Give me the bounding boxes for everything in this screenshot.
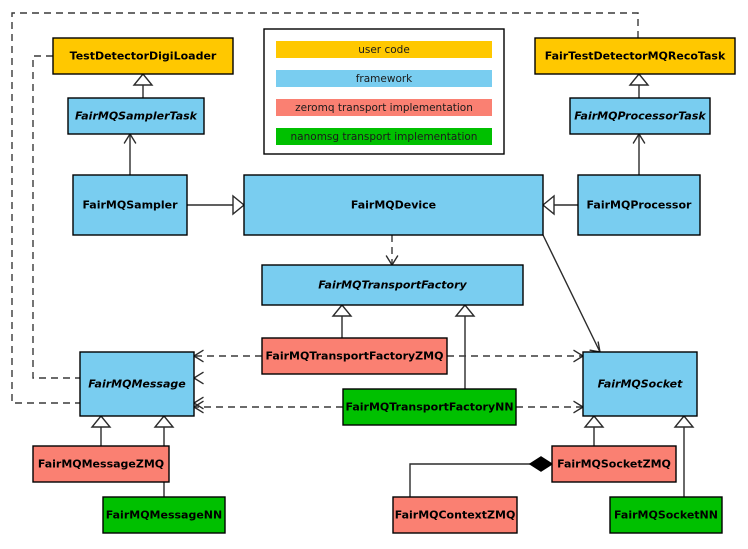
- edge-FairMQSocketZMQ-to-FairMQSocket: [583, 414, 605, 446]
- class-node-box[interactable]: [261, 264, 524, 306]
- nodes-layer: TestDetectorDigiLoader FairTestDetectorMQ…: [32, 37, 736, 534]
- legend-layer: user code framework zeromq transport imple…: [263, 28, 505, 155]
- legend-label: user code: [358, 44, 410, 56]
- class-node-label: FairMQDevice: [351, 199, 436, 212]
- class-node-box[interactable]: [392, 496, 518, 534]
- class-node-FairMQProcessorTask[interactable]: FairMQProcessorTask: [569, 97, 711, 135]
- class-node-label: FairMQSocket: [598, 378, 684, 391]
- class-node-FairMQSocketZMQ[interactable]: FairMQSocketZMQ: [551, 445, 677, 483]
- legend-item-zeromq-transport-implementation: zeromq transport implementation: [276, 99, 492, 116]
- class-node-FairMQSamplerTask[interactable]: FairMQSamplerTask: [67, 97, 205, 135]
- edge-FairMQTransportFactoryNN-to-FairMQSocket: [516, 400, 584, 414]
- class-node-label: FairMQSamplerTask: [75, 110, 198, 123]
- edge-FairMQProcessor-to-FairMQProcessorTask: [632, 133, 646, 175]
- edge-FairMQTransportFactoryNN-to-FairMQTransportFactory: [454, 303, 476, 389]
- class-node-label: FairMQTransportFactoryZMQ: [266, 350, 444, 363]
- class-node-label: FairMQMessageNN: [106, 509, 222, 522]
- class-node-box[interactable]: [569, 97, 711, 135]
- class-node-FairMQTransportFactory[interactable]: FairMQTransportFactory: [261, 264, 524, 306]
- legend-item-user-code: user code: [276, 41, 492, 58]
- edge-FairMQSampler-to-FairMQSamplerTask: [123, 133, 137, 175]
- class-node-box[interactable]: [79, 351, 195, 417]
- class-node-box[interactable]: [243, 174, 544, 236]
- class-node-FairMQSocket[interactable]: FairMQSocket: [582, 351, 698, 417]
- edge-FairMQTransportFactoryNN-to-FairMQMessage: [193, 400, 343, 414]
- class-node-box[interactable]: [261, 337, 448, 375]
- class-node-label: TestDetectorDigiLoader: [70, 50, 217, 63]
- class-node-label: FairMQSocketNN: [614, 509, 718, 522]
- class-node-FairMQMessageNN[interactable]: FairMQMessageNN: [102, 496, 226, 534]
- legend-swatch: [276, 99, 492, 116]
- class-node-label: FairMQProcessorTask: [574, 110, 706, 123]
- class-node-box[interactable]: [32, 445, 170, 483]
- class-node-box[interactable]: [551, 445, 677, 483]
- class-node-label: FairMQSampler: [82, 199, 178, 212]
- legend-swatch: [276, 128, 492, 145]
- edge-FairMQMessageZMQ-to-FairMQMessage: [90, 414, 112, 446]
- class-node-FairMQTransportFactoryZMQ[interactable]: FairMQTransportFactoryZMQ: [261, 337, 448, 375]
- legend-item-nanomsg-transport-implementation: nanomsg transport implementation: [276, 128, 492, 145]
- class-node-FairMQMessage[interactable]: FairMQMessage: [79, 351, 195, 417]
- class-node-FairMQSocketNN[interactable]: FairMQSocketNN: [609, 496, 723, 534]
- class-node-label: FairMQProcessor: [587, 199, 692, 212]
- edge-FairMQSocketNN-to-FairMQSocket: [673, 414, 695, 497]
- legend-item-framework: framework: [276, 70, 492, 87]
- edge-FairMQContextZMQ-to-FairMQSocketZMQ: [409, 456, 554, 497]
- class-node-box[interactable]: [67, 97, 205, 135]
- class-node-box[interactable]: [534, 37, 736, 75]
- class-node-FairTestDetectorMQRecoTask[interactable]: FairTestDetectorMQRecoTask: [534, 37, 736, 75]
- class-node-FairMQSampler[interactable]: FairMQSampler: [72, 174, 188, 236]
- class-node-FairMQTransportFactoryNN[interactable]: FairMQTransportFactoryNN: [342, 388, 517, 426]
- class-node-label: FairTestDetectorMQRecoTask: [545, 50, 726, 63]
- class-node-label: FairMQSocketZMQ: [557, 458, 671, 471]
- class-node-label: FairMQTransportFactoryNN: [345, 401, 513, 414]
- class-node-box[interactable]: [577, 174, 701, 236]
- edge-FairMQDevice-to-FairMQSocket: [542, 234, 601, 353]
- edge-FairMQProcessor-to-FairMQDevice: [541, 194, 578, 216]
- class-node-box[interactable]: [582, 351, 698, 417]
- legend-swatch: [276, 70, 492, 87]
- class-node-FairMQProcessor[interactable]: FairMQProcessor: [577, 174, 701, 236]
- edge-FairMQTransportFactoryZMQ-to-FairMQSocket: [447, 349, 584, 363]
- legend-label: framework: [356, 73, 413, 85]
- edge-FairMQSamplerTask-to-TestDetectorDigiLoader: [132, 72, 154, 98]
- class-node-TestDetectorDigiLoader[interactable]: TestDetectorDigiLoader: [52, 37, 234, 75]
- class-node-label: FairMQContextZMQ: [395, 509, 516, 522]
- class-node-label: FairMQTransportFactory: [318, 279, 467, 292]
- class-node-box[interactable]: [52, 37, 234, 75]
- class-node-box[interactable]: [102, 496, 226, 534]
- class-node-FairMQMessageZMQ[interactable]: FairMQMessageZMQ: [32, 445, 170, 483]
- class-node-box[interactable]: [72, 174, 188, 236]
- class-node-label: FairMQMessage: [88, 378, 186, 391]
- class-node-box[interactable]: [609, 496, 723, 534]
- edge-FairMQTransportFactoryZMQ-to-FairMQTransportFactory: [331, 303, 353, 338]
- legend-label: nanomsg transport implementation: [291, 131, 478, 143]
- class-node-FairMQContextZMQ[interactable]: FairMQContextZMQ: [392, 496, 518, 534]
- legend-swatch: [276, 41, 492, 58]
- edge-FairMQDevice-to-FairMQTransportFactory: [385, 235, 399, 266]
- edge-FairMQTransportFactoryZMQ-to-FairMQMessage: [193, 349, 262, 363]
- edge-FairMQProcessorTask-to-FairTestDetectorMQRecoTask: [628, 72, 650, 98]
- class-node-box[interactable]: [342, 388, 517, 426]
- legend-label: zeromq transport implementation: [295, 102, 473, 114]
- class-node-label: FairMQMessageZMQ: [38, 458, 164, 471]
- class-node-FairMQDevice[interactable]: FairMQDevice: [243, 174, 544, 236]
- edge-FairMQSampler-to-FairMQDevice: [187, 194, 246, 216]
